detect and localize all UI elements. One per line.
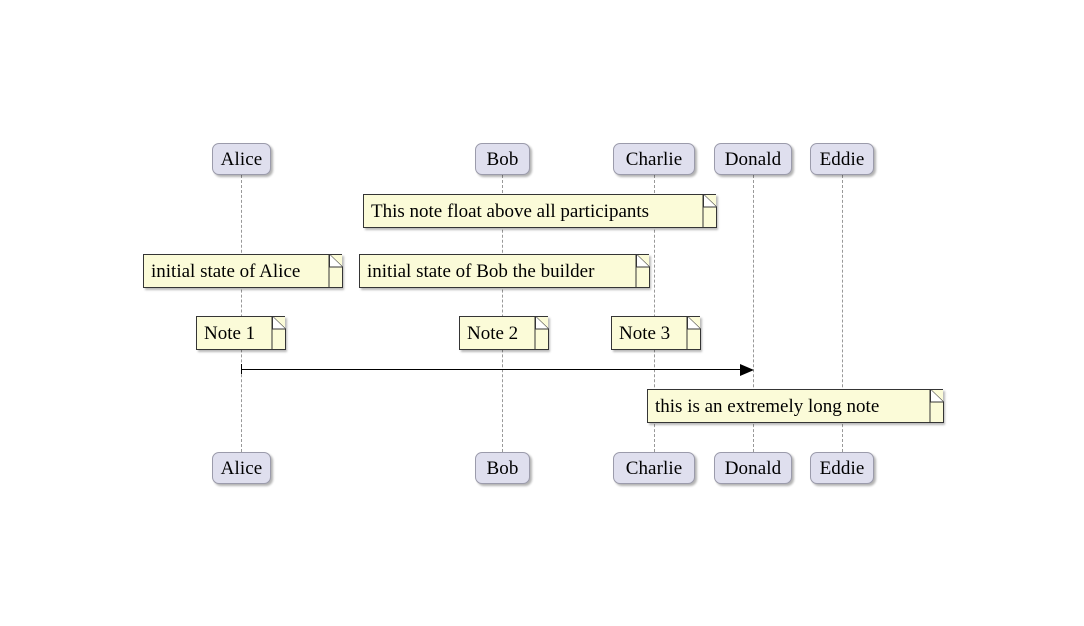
participant-label: Bob bbox=[486, 457, 519, 479]
participant-label: Alice bbox=[220, 148, 263, 170]
note-text: initial state of Bob the builder bbox=[367, 260, 595, 282]
note-note-1[interactable]: Note 1 bbox=[196, 316, 286, 350]
participant-bottom-eddie[interactable]: Eddie bbox=[810, 452, 874, 484]
participant-bottom-alice[interactable]: Alice bbox=[212, 452, 271, 484]
note-text: Note 3 bbox=[619, 322, 671, 344]
note-folded-corner-icon bbox=[328, 254, 343, 288]
participant-label: Charlie bbox=[625, 457, 683, 479]
lifeline-alice bbox=[241, 175, 242, 452]
lifeline-charlie bbox=[654, 175, 655, 452]
note-text: This note float above all participants bbox=[371, 200, 650, 222]
participant-bottom-charlie[interactable]: Charlie bbox=[613, 452, 695, 484]
participant-top-donald[interactable]: Donald bbox=[714, 143, 792, 175]
note-note-2[interactable]: Note 2 bbox=[459, 316, 549, 350]
note-folded-corner-icon bbox=[686, 316, 701, 350]
note-note-initial-alice[interactable]: initial state of Alice bbox=[143, 254, 343, 288]
participant-label: Donald bbox=[724, 457, 782, 479]
participant-top-charlie[interactable]: Charlie bbox=[613, 143, 695, 175]
participant-label: Donald bbox=[724, 148, 782, 170]
note-folded-corner-icon bbox=[929, 389, 944, 423]
note-text: Note 1 bbox=[204, 322, 256, 344]
message-arrowhead-message-alice-to-donald bbox=[740, 364, 754, 376]
participant-label: Bob bbox=[486, 148, 519, 170]
note-folded-corner-icon bbox=[702, 194, 717, 228]
lifeline-bob bbox=[502, 175, 503, 452]
participant-label: Eddie bbox=[819, 148, 865, 170]
note-folded-corner-icon bbox=[271, 316, 286, 350]
participant-top-alice[interactable]: Alice bbox=[212, 143, 271, 175]
note-folded-corner-icon bbox=[534, 316, 549, 350]
note-text: initial state of Alice bbox=[151, 260, 301, 282]
note-note-over-all[interactable]: This note float above all participants bbox=[363, 194, 717, 228]
participant-top-bob[interactable]: Bob bbox=[475, 143, 530, 175]
note-text: Note 2 bbox=[467, 322, 519, 344]
note-note-3[interactable]: Note 3 bbox=[611, 316, 701, 350]
note-note-initial-bob[interactable]: initial state of Bob the builder bbox=[359, 254, 650, 288]
participant-label: Eddie bbox=[819, 457, 865, 479]
participant-label: Charlie bbox=[625, 148, 683, 170]
participant-label: Alice bbox=[220, 457, 263, 479]
participant-top-eddie[interactable]: Eddie bbox=[810, 143, 874, 175]
participant-bottom-donald[interactable]: Donald bbox=[714, 452, 792, 484]
message-line-message-alice-to-donald[interactable] bbox=[241, 369, 741, 370]
lifeline-eddie bbox=[842, 175, 843, 452]
note-folded-corner-icon bbox=[635, 254, 650, 288]
note-note-long[interactable]: this is an extremely long note bbox=[647, 389, 944, 423]
lifeline-donald bbox=[753, 175, 754, 452]
participant-bottom-bob[interactable]: Bob bbox=[475, 452, 530, 484]
note-text: this is an extremely long note bbox=[655, 395, 880, 417]
